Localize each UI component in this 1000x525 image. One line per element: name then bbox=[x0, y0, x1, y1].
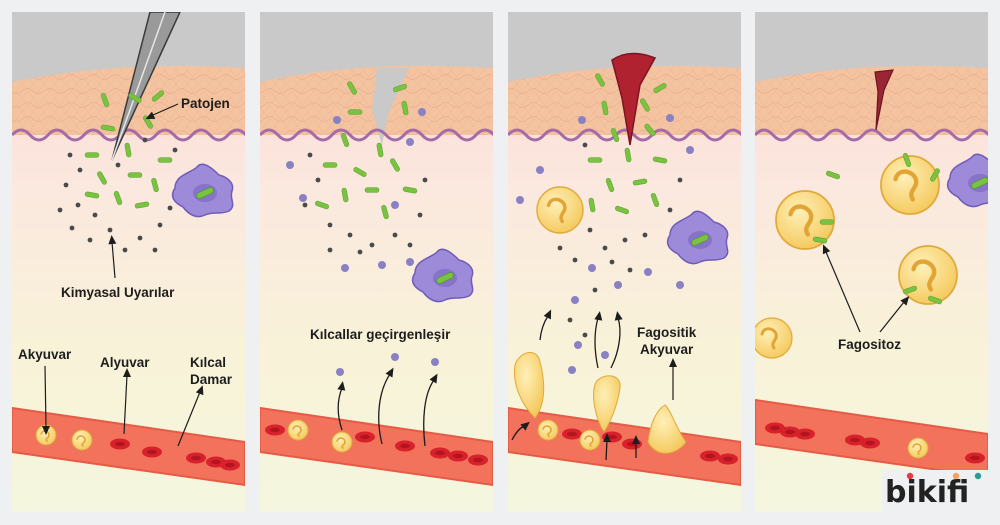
label-erythrocyte: Alyuvar bbox=[100, 355, 150, 370]
label-permeability: Kılcallar geçirgenleşir bbox=[310, 327, 451, 342]
label-phagocytosis: Fagositoz bbox=[838, 337, 901, 352]
needle-icon bbox=[111, 12, 181, 161]
label-capillary-2: Damar bbox=[190, 372, 233, 387]
bikifi-logo: bikifi bbox=[882, 470, 988, 512]
brand-text: bikifi bbox=[885, 475, 969, 510]
label-capillary-1: Kılcal bbox=[190, 355, 226, 370]
label-leukocyte: Akyuvar bbox=[18, 347, 72, 362]
panel-2-permeability: Kılcallar geçirgenleşir bbox=[260, 12, 493, 512]
label-phagocytic-1: Fagositik bbox=[637, 325, 697, 340]
panel-1-infection: Patojen Kimyasal Uyarılar Akyuvar Alyuva… bbox=[12, 12, 245, 512]
panel-3-migration: Fagositik Akyuvar bbox=[508, 12, 741, 512]
chemical-signal-dots bbox=[57, 137, 183, 253]
label-phagocytic-2: Akyuvar bbox=[640, 342, 694, 357]
wound bbox=[611, 52, 657, 146]
label-pathogen: Patojen bbox=[181, 96, 230, 111]
panel-4-phagocytosis: Fagositoz bbox=[755, 12, 988, 512]
label-chemical-signals: Kimyasal Uyarılar bbox=[61, 285, 175, 300]
